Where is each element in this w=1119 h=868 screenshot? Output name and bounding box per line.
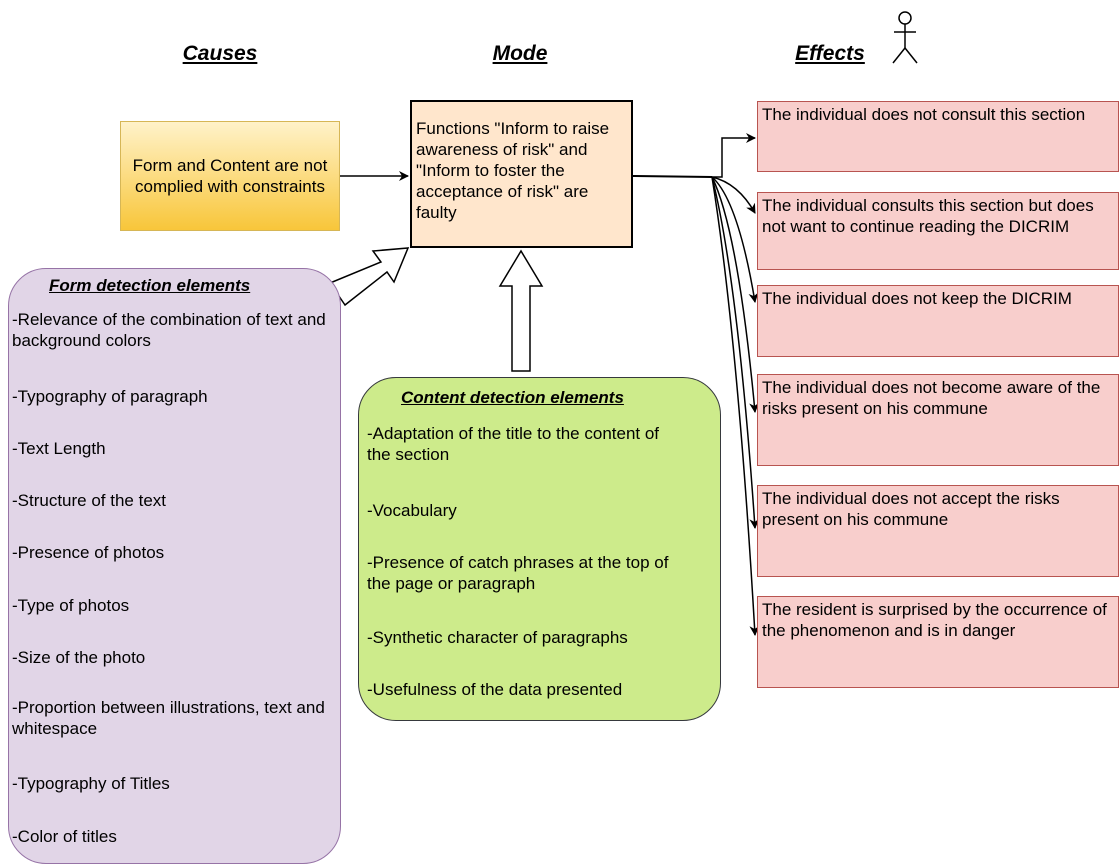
content-item: -Synthetic character of paragraphs — [367, 628, 628, 647]
mode-to-effect-1-arrow — [712, 133, 756, 178]
effect-box-3: The individual does not keep the DICRIM — [757, 285, 1119, 357]
content-detection-panel: Content detection elements -Adaptation o… — [358, 377, 721, 721]
form-item: -Type of photos — [12, 596, 130, 615]
mode-to-effect-3-arrow — [711, 176, 759, 303]
mode-to-effect-4-arrow — [711, 176, 760, 413]
mode-output-line — [632, 175, 713, 178]
content-panel-title: Content detection elements — [401, 388, 624, 407]
mode-to-effect-2-arrow — [711, 176, 756, 214]
effect-text: The individual does not become aware of … — [762, 378, 1101, 418]
mode-to-effect-6-arrow — [711, 176, 760, 636]
form-item: -Text Length — [12, 439, 106, 458]
failure-mode-box: Functions "Inform to raise awareness of … — [410, 100, 633, 248]
cause-box: Form and Content are not complied with c… — [120, 121, 340, 231]
effect-text: The individual does not consult this sec… — [762, 105, 1086, 124]
effect-box-1: The individual does not consult this sec… — [757, 101, 1119, 172]
mode-text: Functions "Inform to raise awareness of … — [416, 119, 610, 222]
mode-to-effect-5-arrow — [711, 176, 760, 529]
cause-text: Form and Content are not complied with c… — [132, 156, 328, 196]
form-to-mode-block-arrow — [328, 247, 410, 307]
form-item: -Structure of the text — [12, 491, 167, 510]
form-panel-title: Form detection elements — [49, 276, 251, 295]
content-item: -Adaptation of the title to the content … — [367, 424, 660, 464]
effect-box-6: The resident is surprised by the occurre… — [757, 596, 1119, 688]
form-item: -Typography of Titles — [12, 774, 170, 793]
content-item: -Presence of catch phrases at the top of… — [367, 553, 669, 593]
actor-stick-figure-icon — [892, 11, 918, 64]
form-item: -Presence of photos — [12, 543, 165, 562]
effect-box-4: The individual does not become aware of … — [757, 374, 1119, 466]
causes-header: Causes — [182, 42, 258, 65]
content-to-mode-block-arrow — [498, 249, 544, 372]
form-detection-panel: Form detection elements -Relevance of th… — [8, 268, 341, 864]
form-item: -Relevance of the combination of text an… — [12, 310, 326, 350]
form-item: -Typography of paragraph — [12, 387, 208, 406]
content-item: -Usefulness of the data presented — [367, 680, 623, 699]
form-item: -Size of the photo — [12, 648, 146, 667]
effect-text: The individual does not accept the risks… — [762, 489, 1060, 529]
effect-text: The individual consults this section but… — [762, 196, 1094, 236]
effect-box-2: The individual consults this section but… — [757, 192, 1119, 270]
form-item: -Color of titles — [12, 827, 117, 846]
mode-header: Mode — [492, 42, 548, 65]
effects-header: Effects — [795, 42, 865, 65]
effect-text: The individual does not keep the DICRIM — [762, 289, 1072, 308]
form-item: -Proportion between illustrations, text … — [12, 698, 325, 738]
effect-text: The resident is surprised by the occurre… — [762, 600, 1107, 640]
effect-box-5: The individual does not accept the risks… — [757, 485, 1119, 577]
content-item: -Vocabulary — [367, 501, 457, 520]
